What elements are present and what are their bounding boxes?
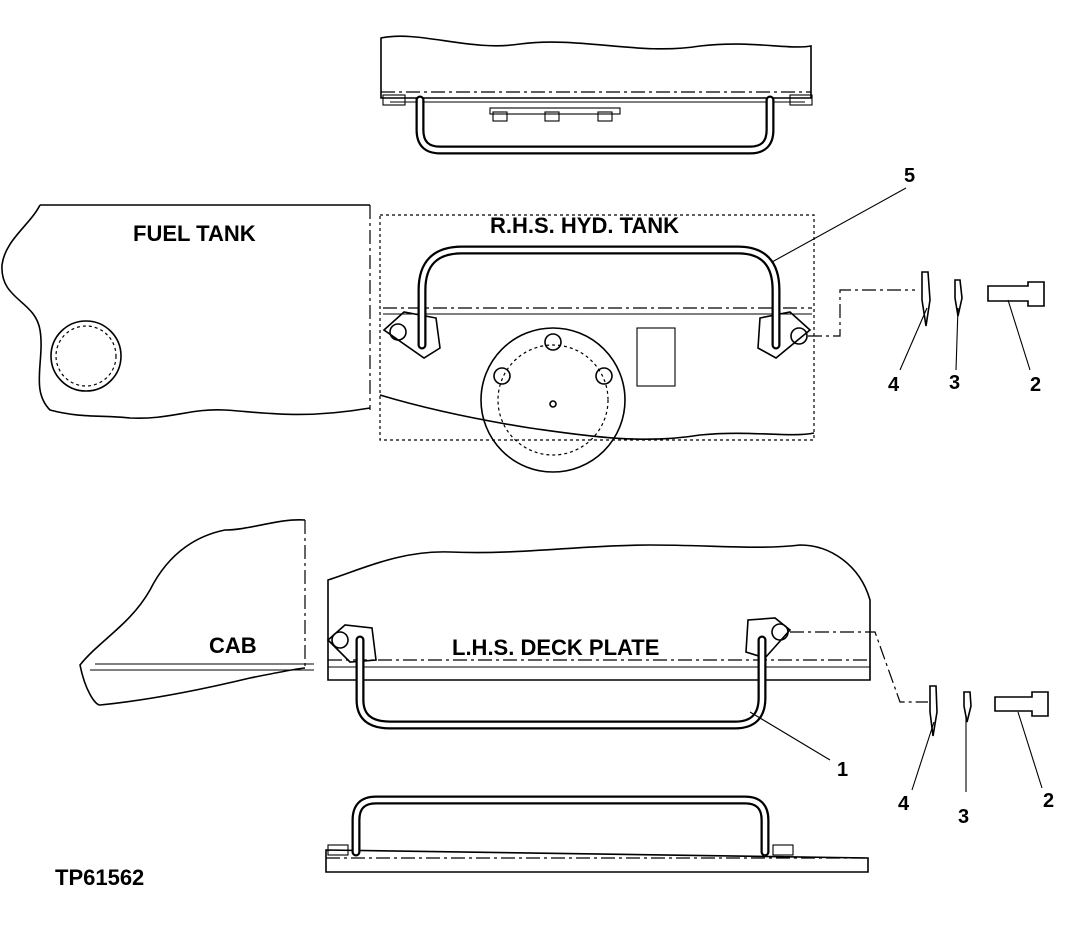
callout-upper-4: 4 bbox=[888, 374, 900, 396]
top-view-rhs-handle bbox=[380, 35, 813, 155]
lower-washer-4 bbox=[929, 685, 938, 737]
fuel-tank-label: FUEL TANK bbox=[133, 221, 256, 246]
cab-label: CAB bbox=[209, 633, 257, 658]
callout-upper-3: 3 bbox=[949, 372, 960, 394]
callout-lower-4: 4 bbox=[898, 793, 910, 815]
cab-outline bbox=[79, 518, 314, 706]
rhs-hyd-tank-label: R.H.S. HYD. TANK bbox=[490, 213, 679, 238]
upper-bolt-2 bbox=[987, 281, 1045, 307]
bottom-view-lhs-handle bbox=[325, 795, 869, 873]
callout-1: 1 bbox=[837, 759, 848, 781]
upper-hardware bbox=[771, 187, 1045, 371]
figure-id-label: TP61562 bbox=[55, 865, 144, 890]
callout-upper-2: 2 bbox=[1030, 374, 1041, 396]
upper-lock-washer-3 bbox=[954, 279, 963, 317]
lower-lock-washer-3 bbox=[963, 691, 972, 723]
lhs-deck-plate bbox=[326, 544, 928, 761]
callout-lower-2: 2 bbox=[1043, 790, 1054, 812]
fuel-tank-outline bbox=[1, 204, 371, 420]
lower-bolt-2 bbox=[994, 691, 1049, 717]
upper-washer-4 bbox=[921, 271, 931, 327]
callout-lower-3: 3 bbox=[958, 806, 969, 828]
lower-hardware bbox=[911, 685, 1049, 792]
callout-5: 5 bbox=[904, 165, 915, 187]
lhs-deck-plate-label: L.H.S. DECK PLATE bbox=[452, 635, 659, 660]
rhs-hydraulic-tank bbox=[379, 214, 915, 473]
